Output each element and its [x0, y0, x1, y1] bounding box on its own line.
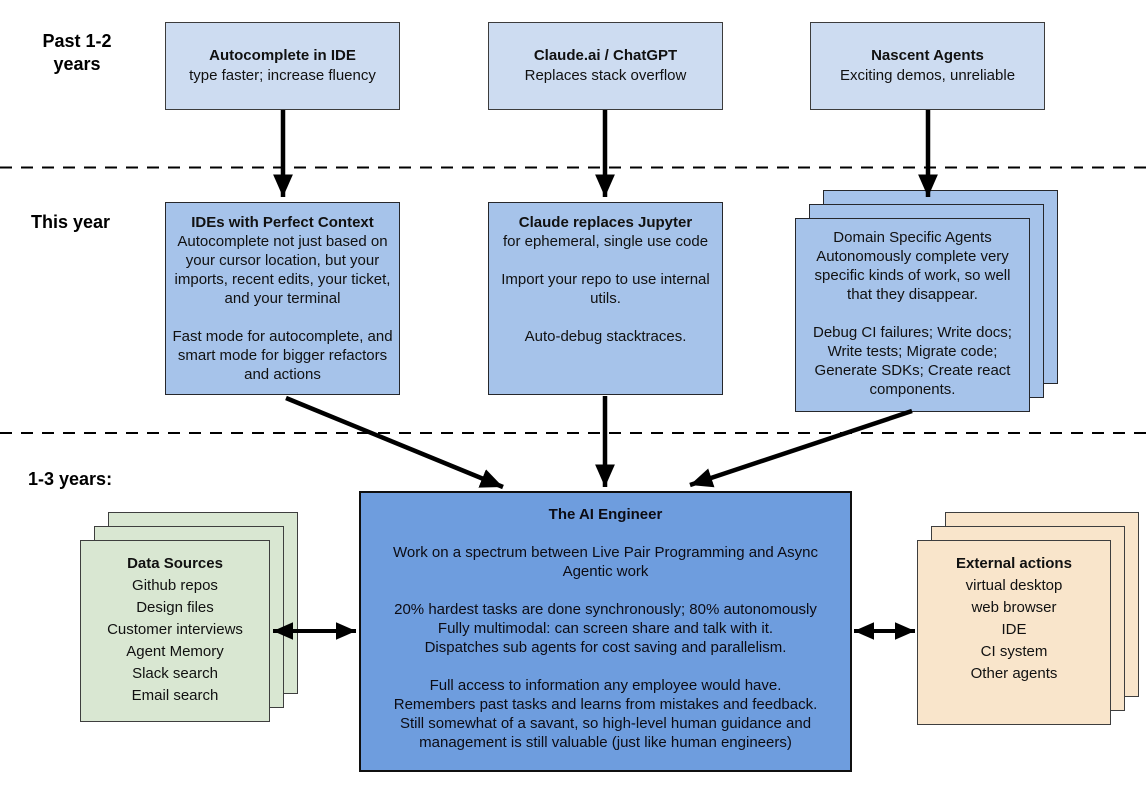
box-ides-perfect-context-p2: Fast mode for autocomplete, and smart mo… [172, 328, 393, 383]
box-domain-specific-agents-p2: Debug CI failures; Write docs; Write tes… [813, 324, 1012, 398]
data-sources-item: Customer interviews [107, 621, 243, 638]
label-past-line2: years [53, 54, 101, 74]
data-sources-item: Agent Memory [126, 643, 224, 660]
box-nascent-agents-body: Exciting demos, unreliable [839, 67, 1016, 84]
box-claude-replaces-jupyter-title: Claude replaces Jupyter [518, 214, 693, 231]
box-domain-specific-agents: Domain Specific Agents Autonomously comp… [795, 218, 1030, 412]
box-ides-perfect-context-p1: Autocomplete not just based on your curs… [174, 233, 391, 307]
box-external-actions: External actions virtual desktop web bro… [917, 540, 1111, 725]
label-past-years: Past 1-2 years [22, 30, 132, 76]
arrow-ides-to-ai-engineer [285, 395, 504, 490]
data-sources-item: Github repos [132, 577, 218, 594]
box-claude-chatgpt-body: Replaces stack overflow [524, 67, 687, 84]
box-data-sources: Data Sources Github repos Design files C… [80, 540, 270, 722]
box-ai-engineer-p2: 20% hardest tasks are done synchronously… [371, 600, 840, 657]
ai-engineer-line: Dispatches sub agents for cost saving an… [424, 639, 787, 656]
data-sources-item: Design files [136, 599, 214, 616]
stack-external-actions: External actions virtual desktop web bro… [917, 512, 1139, 725]
box-claude-chatgpt: Claude.ai / ChatGPT Replaces stack overf… [488, 22, 723, 110]
box-ai-engineer-p1: Work on a spectrum between Live Pair Pro… [393, 544, 818, 580]
box-data-sources-title: Data Sources [127, 555, 223, 572]
ai-engineer-line: Full access to information any employee … [429, 677, 782, 694]
box-claude-replaces-jupyter-p1: for ephemeral, single use code [502, 233, 709, 250]
external-actions-item: web browser [971, 599, 1057, 616]
external-actions-item: virtual desktop [965, 577, 1063, 594]
data-sources-item: Email search [131, 687, 219, 704]
box-autocomplete-ide: Autocomplete in IDE type faster; increas… [165, 22, 400, 110]
label-1-3-years: 1-3 years: [28, 469, 113, 489]
label-this-year: This year [31, 212, 111, 232]
box-domain-specific-agents-p1: Autonomously complete very specific kind… [814, 248, 1011, 303]
label-past-line1: Past 1-2 [42, 31, 112, 51]
box-ides-perfect-context-title: IDEs with Perfect Context [191, 214, 374, 231]
box-nascent-agents-title: Nascent Agents [871, 47, 984, 64]
data-sources-item: Slack search [132, 665, 218, 682]
external-actions-item: Other agents [970, 665, 1058, 682]
box-claude-replaces-jupyter: Claude replaces Jupyter for ephemeral, s… [488, 202, 723, 395]
ai-engineer-line: Remembers past tasks and learns from mis… [393, 696, 818, 713]
box-domain-specific-agents-title: Domain Specific Agents [833, 229, 992, 246]
box-ai-engineer-p3: Full access to information any employee … [371, 676, 840, 752]
external-actions-item: CI system [980, 643, 1048, 660]
box-external-actions-title: External actions [956, 555, 1072, 572]
stack-domain-specific-agents: Domain Specific Agents Autonomously comp… [795, 190, 1058, 412]
stack-data-sources: Data Sources Github repos Design files C… [80, 512, 298, 722]
ai-engineer-line: Still somewhat of a savant, so high-leve… [399, 715, 812, 751]
ai-engineer-line: 20% hardest tasks are done synchronously… [394, 601, 817, 618]
box-nascent-agents: Nascent Agents Exciting demos, unreliabl… [810, 22, 1045, 110]
box-autocomplete-ide-body: type faster; increase fluency [189, 67, 376, 84]
box-autocomplete-ide-title: Autocomplete in IDE [209, 47, 356, 64]
ai-engineer-line: Fully multimodal: can screen share and t… [437, 620, 774, 637]
box-ai-engineer-title: The AI Engineer [548, 506, 663, 523]
box-claude-replaces-jupyter-p2: Import your repo to use internal utils. [501, 271, 710, 307]
box-claude-chatgpt-title: Claude.ai / ChatGPT [533, 47, 678, 64]
box-claude-replaces-jupyter-p3: Auto-debug stacktraces. [524, 328, 687, 345]
box-ides-perfect-context: IDEs with Perfect Context Autocomplete n… [165, 202, 400, 395]
box-ai-engineer: The AI Engineer Work on a spectrum betwe… [359, 491, 852, 772]
arrow-domain-to-ai-engineer [689, 408, 913, 488]
external-actions-item: IDE [1001, 621, 1027, 638]
